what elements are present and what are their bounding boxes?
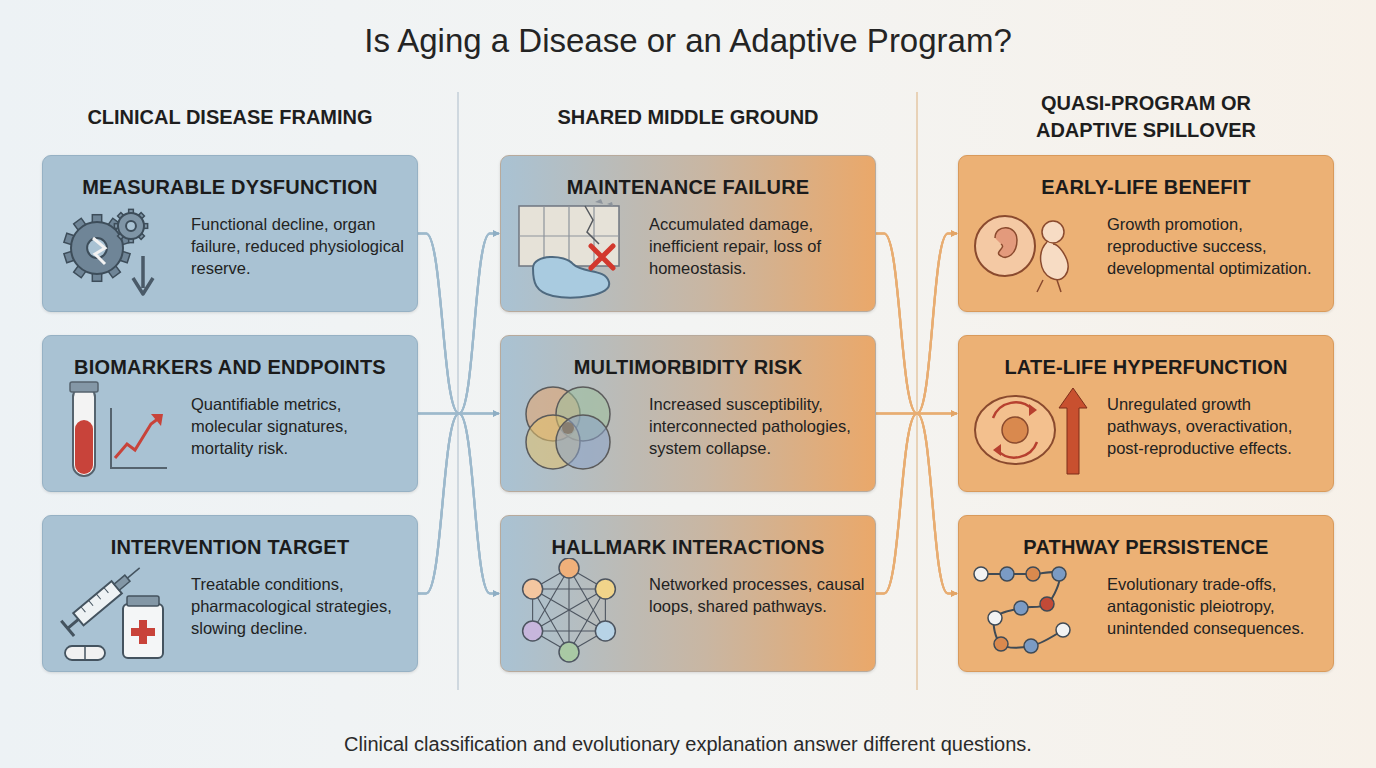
flow-connector xyxy=(418,414,499,594)
flow-connector xyxy=(876,234,957,414)
icon xyxy=(55,198,173,308)
box-body: Treatable conditions, pharmacological st… xyxy=(191,573,407,639)
icon xyxy=(55,378,173,488)
box-body: Growth promotion, reproductive success, … xyxy=(1107,213,1323,279)
flow-connector xyxy=(418,234,499,594)
box-body: Evolutionary trade-offs, antagonistic pl… xyxy=(1107,573,1323,639)
concept-box: MEASURABLE DYSFUNCTION Functional decline… xyxy=(42,155,418,312)
concept-box: INTERVENTION TARGET Treatable conditions,… xyxy=(42,515,418,672)
flow-connector xyxy=(418,234,499,414)
box-body: Functional decline, organ failure, reduc… xyxy=(191,213,407,279)
title: Is Aging a Disease or an Adaptive Progra… xyxy=(0,22,1376,60)
box-heading: HALLMARK INTERACTIONS xyxy=(501,516,875,559)
box-heading: MULTIMORBIDITY RISK xyxy=(501,336,875,379)
box-heading: MAINTENANCE FAILURE xyxy=(501,156,875,199)
column-divider xyxy=(916,92,918,690)
flow-connector xyxy=(876,414,957,594)
box-body: Increased susceptibility, interconnected… xyxy=(649,393,865,459)
icon xyxy=(971,378,1089,488)
concept-box: PATHWAY PERSISTENCE Evolutionary trade-of… xyxy=(958,515,1334,672)
column-divider xyxy=(457,92,459,690)
box-body: Networked processes, causal loops, share… xyxy=(649,573,865,617)
box-heading: MEASURABLE DYSFUNCTION xyxy=(43,156,417,199)
concept-box: MAINTENANCE FAILURE Accumulated damage, i… xyxy=(500,155,876,312)
concept-box: EARLY-LIFE BENEFIT Growth promotion, repr… xyxy=(958,155,1334,312)
box-heading: PATHWAY PERSISTENCE xyxy=(959,516,1333,559)
flow-connector xyxy=(876,414,957,594)
box-heading: EARLY-LIFE BENEFIT xyxy=(959,156,1333,199)
column-header: CLINICAL DISEASE FRAMING xyxy=(40,104,420,131)
icon xyxy=(513,198,631,308)
box-heading: BIOMARKERS AND ENDPOINTS xyxy=(43,336,417,379)
column-header: SHARED MIDDLE GROUND xyxy=(498,104,878,131)
box-heading: LATE-LIFE HYPERFUNCTION xyxy=(959,336,1333,379)
concept-box: MULTIMORBIDITY RISK Increased susceptibil… xyxy=(500,335,876,492)
icon xyxy=(513,378,631,488)
flow-connector xyxy=(876,234,957,414)
concept-box: HALLMARK INTERACTIONS Networked processes… xyxy=(500,515,876,672)
icon xyxy=(55,558,173,668)
concept-box: BIOMARKERS AND ENDPOINTS Quantifiable met… xyxy=(42,335,418,492)
flow-connector xyxy=(876,234,957,594)
concept-box: LATE-LIFE HYPERFUNCTION Unregulated growt… xyxy=(958,335,1334,492)
icon xyxy=(971,558,1089,668)
flow-connector xyxy=(418,234,499,414)
box-body: Unregulated growth pathways, overactivat… xyxy=(1107,393,1323,459)
caption: Clinical classification and evolutionary… xyxy=(0,733,1376,756)
box-body: Quantifiable metrics, molecular signatur… xyxy=(191,393,407,459)
box-heading: INTERVENTION TARGET xyxy=(43,516,417,559)
column-header: QUASI-PROGRAM OR ADAPTIVE SPILLOVER xyxy=(1006,90,1286,144)
flow-connector xyxy=(418,234,499,414)
icon xyxy=(513,558,631,668)
icon xyxy=(971,198,1089,308)
flow-connector xyxy=(876,414,957,594)
box-body: Accumulated damage, inefficient repair, … xyxy=(649,213,865,279)
flow-connector xyxy=(418,414,499,594)
flow-connector xyxy=(876,234,957,414)
flow-connector xyxy=(418,414,499,594)
flow-connector xyxy=(418,234,499,594)
flow-connector xyxy=(876,234,957,594)
